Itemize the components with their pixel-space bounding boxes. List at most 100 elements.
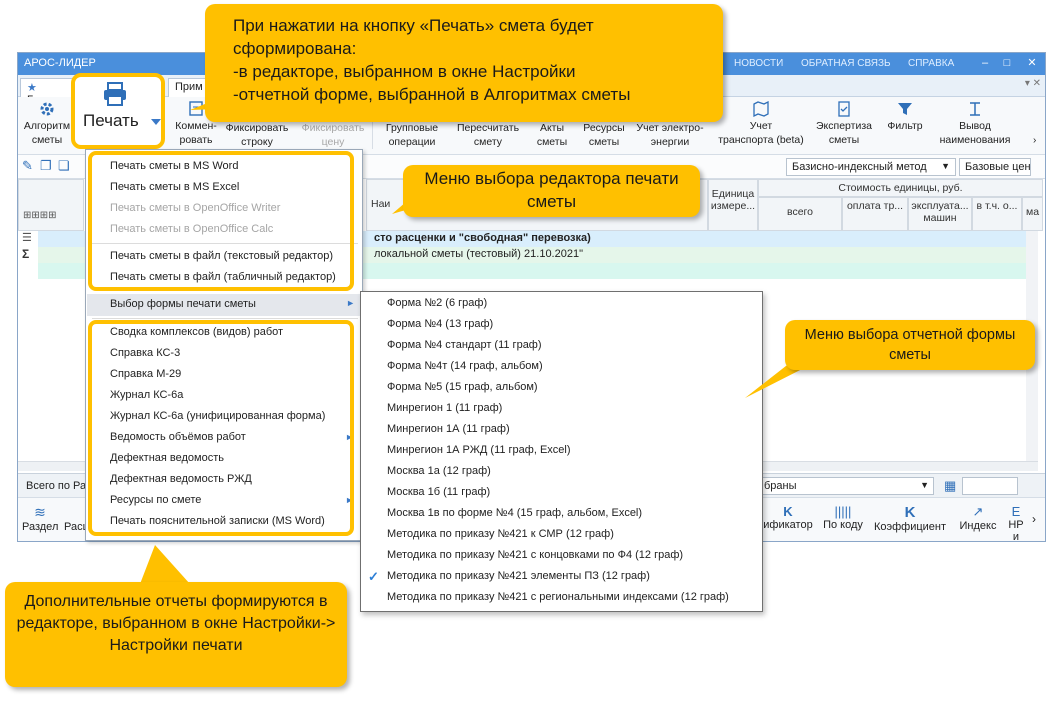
coefficient-button[interactable]: K Коэффициент (870, 504, 950, 533)
form-item[interactable]: Форма №4 (13 граф) (387, 318, 494, 330)
grid-row-controls: ⊞⊞⊞⊞ (18, 179, 84, 231)
paste-icon[interactable]: ❏ (58, 158, 70, 173)
col-total[interactable]: всего (758, 197, 842, 231)
classifier-button[interactable]: K ификатор (760, 504, 816, 531)
prices-select[interactable]: Базовые цен (959, 158, 1031, 176)
menu-item-report[interactable]: Дефектная ведомость (110, 452, 224, 464)
form-item[interactable]: Методика по приказу №421 к СМР (12 граф) (387, 528, 614, 540)
acts-button[interactable]: Акты сметы (530, 121, 574, 149)
menu-item-report[interactable]: Печать пояснительной записки (MS Word) (110, 515, 325, 527)
col-ma[interactable]: ма (1022, 197, 1043, 231)
text-cursor-icon (970, 102, 980, 116)
classifier-label: ификатор (763, 519, 813, 531)
form-item[interactable]: Москва 1в по форме №4 (15 граф, альбом, … (387, 507, 643, 519)
pencil-icon[interactable]: ✎ (22, 158, 33, 173)
menu-item-report[interactable]: Справка КС-3 (110, 347, 181, 359)
razdel-label: Раздел (22, 521, 59, 533)
menu-item-report[interactable]: Сводка комплексов (видов) работ (110, 326, 284, 338)
index-chart-icon: ↗ (972, 504, 984, 519)
razdel-button[interactable]: ≋ Раздел (22, 504, 58, 533)
form-item[interactable]: Форма №4т (14 граф, альбом) (387, 360, 543, 372)
form-item[interactable]: Москва 1а (12 граф) (387, 465, 491, 477)
callout-reports: Дополнительные отчеты формируются в реда… (5, 582, 347, 687)
callout-print-button-text: При нажатии на кнопку «Печать» смета буд… (233, 16, 631, 104)
chart-select[interactable] (962, 477, 1018, 495)
algo-button[interactable]: Алгоритм сметы (20, 101, 74, 147)
form-item[interactable]: Минрегион 1А РЖД (11 граф, Excel) (387, 444, 571, 456)
menu-item-report[interactable]: Журнал КС-6а (110, 389, 184, 401)
electro-button[interactable]: Учет электро- энергии (630, 121, 710, 149)
chevron-down-icon[interactable] (151, 119, 161, 125)
fix-price-button: Фиксировать цену (295, 121, 371, 149)
by-code-button[interactable]: ||||| По коду (820, 504, 866, 531)
menu-item-file-text[interactable]: Печать сметы в файл (текстовый редактор) (110, 250, 333, 262)
form-item-selected[interactable]: Методика по приказу №421 элементы ПЗ (12… (387, 570, 650, 582)
rasc-label: Расц (64, 521, 88, 533)
menu-item-report[interactable]: Справка М-29 (110, 368, 182, 380)
checkmark-icon: ✓ (368, 569, 379, 584)
copy-icon[interactable]: ❐ (40, 158, 52, 173)
menu-item-report[interactable]: Дефектная ведомость РЖД (110, 473, 252, 485)
expand-all-icon[interactable]: ⊞⊞⊞⊞ (23, 210, 57, 221)
menu-item-word[interactable]: Печать сметы в MS Word (110, 160, 239, 172)
ribbon-scroll-icon[interactable]: › (1033, 135, 1037, 146)
index-button[interactable]: ↗ Индекс (956, 504, 1000, 532)
filter-button[interactable]: Фильтр (880, 101, 930, 133)
recalc-button[interactable]: Пересчитать смету (448, 121, 528, 149)
tab-overflow-icon[interactable]: ▾ ✕ (1024, 78, 1041, 89)
menu-item-excel[interactable]: Печать сметы в MS Excel (110, 181, 240, 193)
status-total-label: Всего по Ра (26, 480, 87, 492)
feedback-link[interactable]: ОБРАТНАЯ СВЯЗЬ (801, 58, 891, 69)
col-incl[interactable]: в т.ч. о... (972, 197, 1022, 231)
form-item[interactable]: Методика по приказу №421 с региональными… (387, 591, 729, 603)
form-item[interactable]: Минрегион 1А (11 граф) (387, 423, 510, 435)
hp-button[interactable]: E НР и (1004, 504, 1028, 543)
menu-item-oo-writer: Печать сметы в OpenOffice Writer (110, 202, 281, 214)
output-names-button[interactable]: Вывод наименования (932, 101, 1018, 147)
document-check-icon (838, 101, 850, 117)
menu-item-report[interactable]: Журнал КС-6а (унифицированная форма) (110, 410, 326, 422)
callout-reports-text: Дополнительные отчеты формируются в реда… (16, 593, 336, 654)
table-icon[interactable]: ▦ (944, 478, 957, 493)
rasc-button[interactable]: Расц (64, 504, 88, 533)
algo-label: Алгоритм сметы (23, 120, 71, 146)
comment-button[interactable]: Коммен- ровать (166, 101, 226, 147)
menu-item-report[interactable]: Ведомость объёмов работ (110, 431, 246, 443)
col-pay[interactable]: оплата тр... (842, 197, 908, 231)
menu-item-report[interactable]: Ресурсы по смете (110, 494, 202, 506)
form-item[interactable]: Москва 1б (11 граф) (387, 486, 491, 498)
form-item[interactable]: Форма №2 (6 граф) (387, 297, 488, 309)
tab-example[interactable]: Прим (168, 78, 212, 97)
map-icon (753, 101, 769, 117)
col-incl-label: в т.ч. о... (976, 200, 1018, 212)
close-icon[interactable]: ✕ (1027, 57, 1037, 69)
print-button[interactable]: Печать (71, 73, 165, 149)
electro-label: Учет электро- энергии (636, 122, 704, 148)
transport-button[interactable]: Учет транспорта (beta) (710, 101, 812, 147)
col-unit[interactable]: Единица измере... (708, 179, 758, 231)
resources-button[interactable]: Ресурсы сметы (578, 121, 630, 149)
form-item[interactable]: Минрегион 1 (11 граф) (387, 402, 503, 414)
form-item[interactable]: Форма №4 стандарт (11 граф) (387, 339, 542, 351)
col-machines[interactable]: эксплуата... машин (908, 197, 972, 231)
bottom-scroll-icon[interactable]: › (1032, 512, 1036, 526)
form-item[interactable]: Форма №5 (15 граф, альбом) (387, 381, 538, 393)
expertise-button[interactable]: Экспертиза сметы (810, 101, 878, 147)
method-select[interactable]: Базисно-индексный метод ▼ (786, 158, 956, 176)
selection-select[interactable]: браны ▼ (758, 477, 934, 495)
fix-row-button[interactable]: Фиксировать строку (219, 121, 295, 149)
grid-row-section-text: сто расценки и "свободная" перевозка) (374, 232, 591, 244)
menu-item-oo-calc: Печать сметы в OpenOffice Calc (110, 223, 274, 235)
maximize-icon[interactable]: □ (1003, 57, 1011, 69)
fix-row-label: Фиксировать строку (225, 122, 289, 148)
group-ops-button[interactable]: Групповые операции (375, 121, 449, 149)
news-link[interactable]: НОВОСТИ (734, 58, 784, 69)
form-item[interactable]: Методика по приказу №421 с концовками по… (387, 549, 684, 561)
menu-item-file-table[interactable]: Печать сметы в файл (табличный редактор) (110, 271, 336, 283)
help-link[interactable]: СПРАВКА (908, 58, 955, 69)
selection-select-value: браны (764, 480, 797, 492)
menu-item-select-form[interactable]: Выбор формы печати сметы ► (87, 294, 363, 316)
print-dropdown: Печать сметы в MS Word Печать сметы в MS… (85, 149, 363, 541)
minimize-icon[interactable]: – (981, 57, 989, 69)
